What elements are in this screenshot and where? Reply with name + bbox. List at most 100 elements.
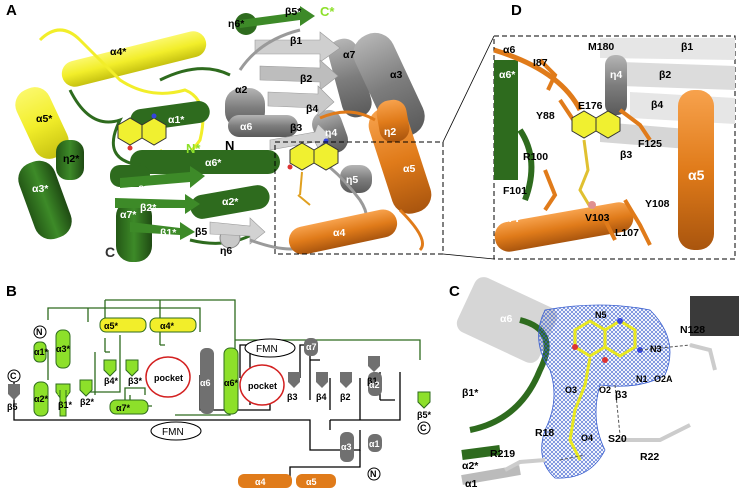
fmn-ligand-2 [287, 138, 339, 206]
b-label-a2s: α2* [34, 394, 49, 404]
b-label-b2s: β2* [80, 397, 94, 407]
d-label-f125: F125 [638, 138, 662, 150]
label-alpha3s: α3* [32, 183, 49, 195]
d-label-y108: Y108 [645, 198, 670, 210]
b-alpha2 [368, 372, 382, 396]
label-eta2s: η2* [63, 153, 80, 165]
label-eta5: η5 [346, 174, 358, 186]
b-alpha6s [223, 347, 239, 415]
helix-alpha4s [61, 31, 207, 87]
label-beta1s: β1* [160, 227, 177, 239]
d-label-f101: F101 [503, 185, 527, 197]
label-eta4s: η4* [100, 155, 117, 167]
b-label-b1s: β1* [58, 400, 72, 410]
b-c-left: C [10, 371, 17, 381]
c-label-beta1s: β1* [462, 387, 479, 399]
b-alpha2s [33, 381, 49, 417]
c-label-o2a: O2A [654, 374, 673, 384]
c-label-n3: N3 [650, 344, 662, 354]
d-label-beta2: β2 [659, 69, 671, 81]
panel-c-density: α6 N5 N128 N3 β1* O3 O2 N1 O2A β3 R18 S2… [456, 277, 739, 496]
b-c-right: C [420, 423, 427, 433]
b-alpha6 [200, 348, 214, 414]
d-label-l107: L107 [615, 227, 639, 239]
label-beta4s: β4* [138, 184, 155, 196]
label-c-star: C* [320, 4, 335, 19]
b-alpha4 [238, 474, 292, 488]
c-label-beta3: β3 [615, 389, 627, 401]
fmn-ellipse-2 [150, 421, 202, 441]
d-label-beta4: β4 [651, 99, 663, 111]
d-label-beta1: β1 [681, 41, 693, 53]
b-label-a7: α7 [306, 342, 317, 352]
d-label-e176: E176 [578, 100, 603, 112]
d-label-alpha6s: α6* [499, 69, 516, 81]
helix-alpha6 [228, 115, 298, 137]
label-alpha5s: α5* [36, 113, 53, 125]
label-beta3: β3 [290, 122, 302, 134]
label-alpha5: α5 [403, 163, 415, 175]
d-label-alpha6: α6 [503, 44, 515, 56]
b-n-top: N [36, 327, 43, 337]
panel-letter-c: C [449, 283, 460, 300]
d-label-alpha4: α4 [503, 209, 520, 225]
b-pocket-1: pocket [154, 373, 183, 383]
b-label-b3: β3 [287, 392, 298, 402]
label-alpha6: α6 [240, 121, 252, 133]
fmn-ellipse-1 [244, 338, 296, 358]
d-label-r100: R100 [523, 151, 548, 163]
label-eta4: η4 [325, 127, 337, 139]
c-label-alpha2s: α2* [462, 460, 479, 472]
label-alpha4s: α4* [110, 46, 127, 58]
d-label-i87: I87 [533, 57, 548, 69]
label-beta2: β2 [300, 73, 312, 85]
c-label-s20: S20 [608, 433, 627, 445]
b-alpha5s [99, 317, 147, 333]
helix-alpha6s [130, 150, 280, 174]
b-alpha1 [368, 434, 382, 452]
label-alpha4: α4 [333, 227, 345, 239]
label-eta6: η6 [220, 245, 232, 257]
d-label-alpha5: α5 [688, 167, 705, 183]
label-alpha2: α2 [235, 84, 247, 96]
d-label-beta3: β3 [620, 149, 632, 161]
zoom-box [274, 141, 444, 255]
b-label-a5s: α5* [104, 321, 119, 331]
b-label-a6s: α6* [224, 378, 239, 388]
b-fmn-1: FMN [256, 344, 278, 355]
label-alpha7s: α7* [120, 209, 137, 221]
c-label-n5: N5 [595, 310, 607, 320]
label-n: N [225, 138, 234, 153]
d-helix-eta4 [605, 55, 627, 115]
helix-eta2 [376, 99, 410, 143]
d-label-m180: M180 [588, 41, 614, 53]
label-beta5s: β5* [285, 6, 302, 18]
b-alpha5 [296, 474, 336, 488]
b-label-a4: α4 [255, 477, 266, 487]
helix-alpha2s [190, 185, 270, 219]
label-alpha3: α3 [390, 69, 402, 81]
c-label-r22: R22 [640, 451, 659, 463]
label-eta6s: η6* [228, 18, 245, 30]
b-label-b4s: β4* [104, 376, 118, 386]
c-label-r18: R18 [535, 427, 554, 439]
helix-alpha5s [15, 87, 69, 159]
b-pocket-2: pocket [248, 381, 277, 391]
pocket-ellipse-1 [145, 356, 191, 398]
c-label-n1: N1 [636, 374, 648, 384]
b-alpha7 [304, 338, 318, 356]
fmn-ligand-1 [117, 113, 167, 151]
b-alpha7s [109, 399, 149, 415]
b-label-a7s: α7* [116, 403, 131, 413]
helix-eta2s [56, 140, 84, 180]
b-fmn-2: FMN [162, 427, 184, 438]
c-label-o4: O4 [581, 433, 593, 443]
b-label-b1: β1 [367, 376, 378, 386]
panel-letter-d: D [511, 2, 522, 19]
label-eta2: η2 [384, 126, 396, 138]
label-beta5: β5 [195, 226, 207, 238]
b-alpha3s [55, 329, 71, 369]
c-label-alpha1: α1 [465, 478, 477, 490]
d-helix-alpha5 [678, 90, 714, 250]
